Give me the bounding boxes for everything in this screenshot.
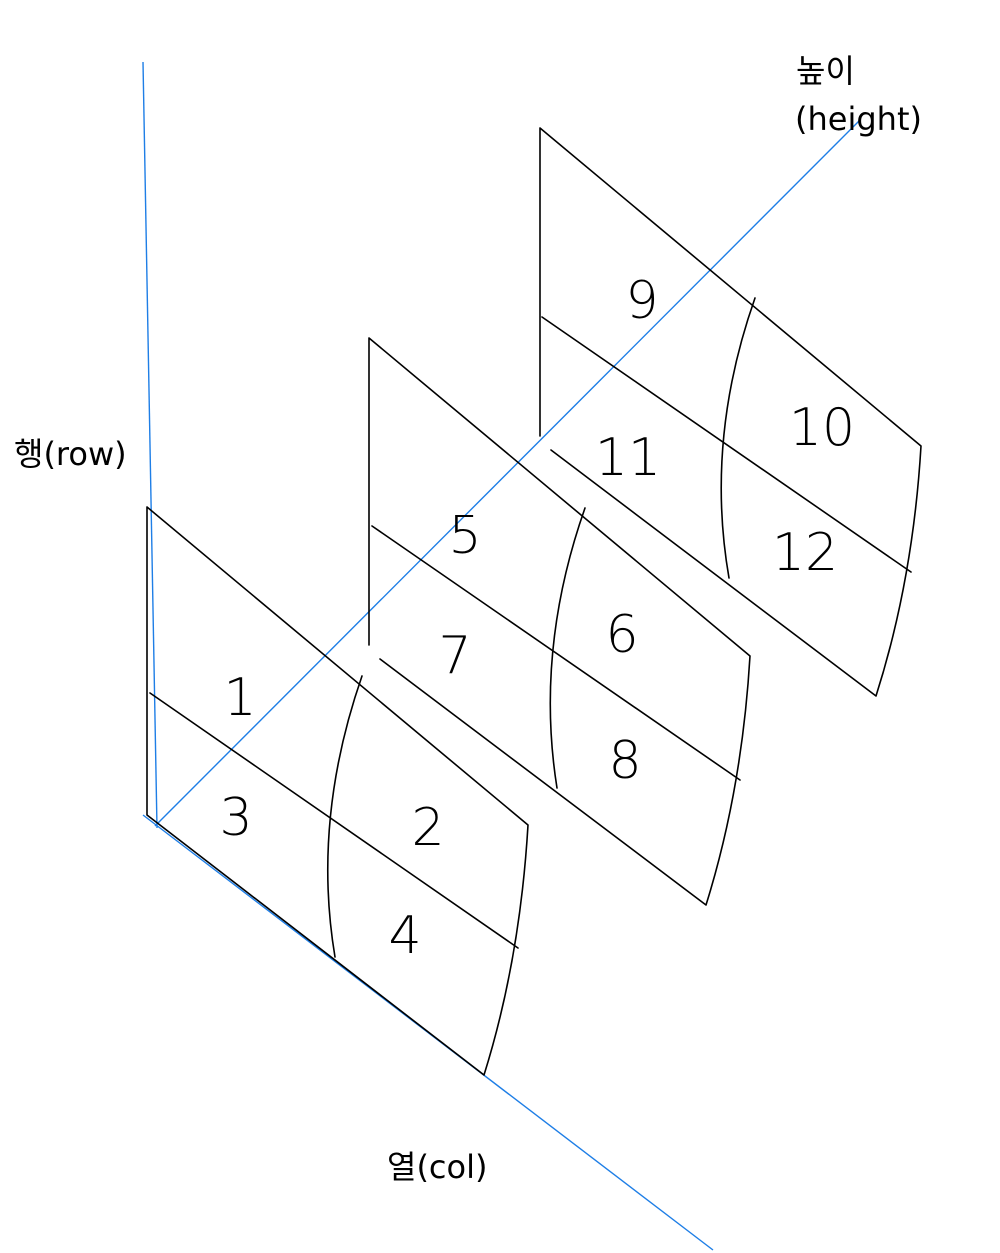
sheet-1-outline	[146, 506, 529, 1076]
cell-7: 7	[438, 626, 471, 686]
row-axis-line	[142, 61, 158, 829]
height-axis-line	[154, 119, 861, 827]
sheet-2: 5 6 7 8	[368, 337, 751, 906]
sheet-1-col-divider	[326, 675, 363, 958]
sheet-1-row-divider	[149, 692, 519, 949]
cell-8: 8	[608, 731, 641, 791]
col-axis-label: 열(col)	[387, 1148, 487, 1186]
cell-10: 10	[789, 398, 855, 458]
cell-6: 6	[605, 605, 638, 665]
cell-4: 4	[388, 906, 421, 966]
sheet-2-col-divider	[549, 507, 586, 789]
cell-12: 12	[772, 523, 838, 583]
height-axis-label-line2: (height)	[795, 100, 922, 138]
sheet-3: 9 10 11 12	[539, 127, 922, 697]
height-axis-label-line1: 높이	[796, 52, 855, 90]
sheet-3-outline	[539, 127, 922, 697]
sheet-1: 1 2 3 4	[146, 506, 529, 1076]
cell-1: 1	[223, 668, 256, 728]
cell-11: 11	[595, 428, 661, 488]
sheet-2-row-divider	[371, 525, 741, 781]
cell-2: 2	[411, 798, 444, 858]
row-axis-label: 행(row)	[14, 435, 127, 473]
cell-3: 3	[219, 788, 252, 848]
sheet-3-row-divider	[541, 316, 912, 573]
cell-5: 5	[448, 506, 481, 566]
sheet-3-col-divider	[720, 297, 756, 579]
cell-9: 9	[625, 271, 658, 331]
